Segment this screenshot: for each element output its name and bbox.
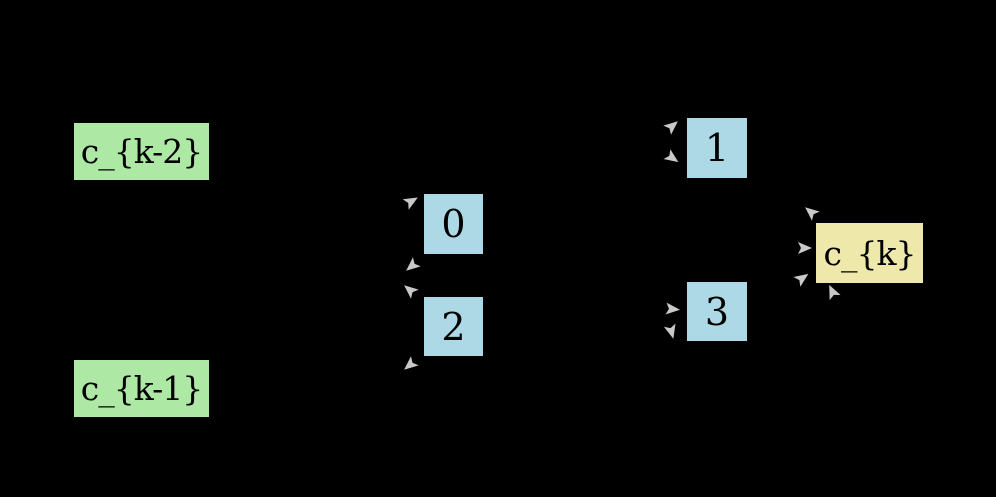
arrowhead-icon (402, 197, 418, 210)
arrowhead-icon (406, 257, 421, 271)
arrowhead-icon (798, 242, 812, 254)
arrowhead-icon (805, 207, 820, 221)
node-c-k-1: c_{k-1} (73, 359, 210, 418)
node-2: 2 (423, 296, 484, 357)
arrowhead-icon (793, 273, 809, 287)
arrowhead-icon (663, 149, 679, 163)
node-1: 1 (686, 117, 748, 179)
arrowhead-icon (663, 121, 678, 135)
arrowhead-icon (829, 284, 841, 301)
node-3: 3 (686, 281, 748, 342)
arrowhead-icon (663, 323, 676, 339)
arrowhead-icon (404, 356, 419, 370)
node-c-k-2: c_{k-2} (73, 122, 210, 181)
node-0: 0 (423, 193, 484, 255)
arrowhead-icon (404, 285, 419, 299)
arrowhead-icon (665, 302, 680, 315)
node-c-k: c_{k} (815, 222, 924, 284)
